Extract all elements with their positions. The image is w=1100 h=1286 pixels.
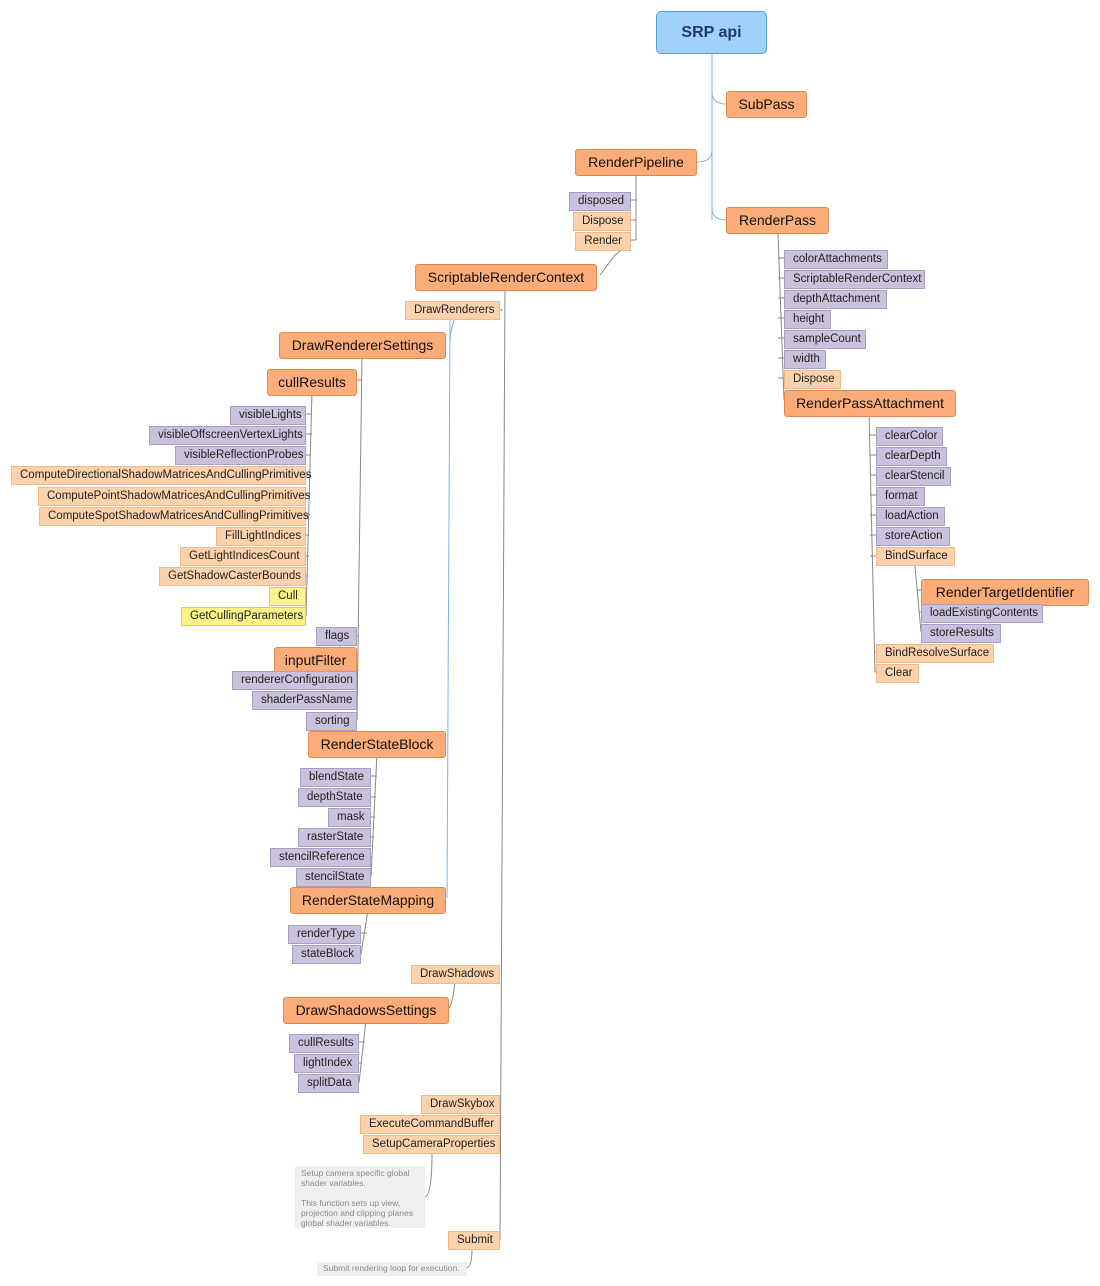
attachment-item[interactable]: BindResolveSurface	[876, 644, 994, 663]
note-line: This function sets up view,	[301, 1198, 401, 1208]
cull-results-item[interactable]: ComputeDirectionalShadowMatricesAndCulli…	[11, 466, 311, 485]
note-line: shader variables.	[301, 1178, 366, 1188]
draw-shadows-settings-node[interactable]: DrawShadowsSettings	[283, 997, 449, 1024]
context-method[interactable]: SetupCameraProperties	[363, 1135, 500, 1154]
render-pipeline-item[interactable]: disposed	[569, 192, 631, 211]
render-pass-node[interactable]: RenderPass	[726, 207, 829, 234]
render-state-block-item[interactable]: mask	[328, 808, 371, 827]
input-filter-item[interactable]: rendererConfiguration	[232, 671, 357, 690]
submit-note: Submit rendering loop for execution.	[317, 1262, 467, 1276]
render-state-block-item[interactable]: stencilReference	[270, 848, 371, 867]
draw-shadows-settings-item[interactable]: splitData	[298, 1074, 359, 1093]
render-pass-item[interactable]: height	[784, 310, 831, 329]
cull-results-item[interactable]: ComputeSpotShadowMatricesAndCullingPrimi…	[39, 507, 309, 526]
render-pass-item[interactable]: sampleCount	[784, 330, 866, 349]
render-state-mapping-item[interactable]: renderType	[288, 925, 361, 944]
render-state-block-item[interactable]: depthState	[298, 788, 371, 807]
cull-results-item[interactable]: visibleOffscreenVertexLights	[149, 426, 306, 445]
input-filter-item[interactable]: shaderPassName	[252, 691, 357, 710]
render-state-block-node[interactable]: RenderStateBlock	[308, 731, 446, 758]
root-node[interactable]: SRP api	[656, 11, 767, 54]
input-filter-item[interactable]: sorting	[306, 712, 357, 731]
context-method[interactable]: DrawSkybox	[421, 1095, 500, 1114]
render-pipeline-item[interactable]: Render	[575, 232, 631, 251]
bind-surface-item[interactable]: loadExistingContents	[921, 604, 1043, 623]
draw-renderer-settings-item[interactable]: flags	[316, 627, 357, 646]
render-pass-item[interactable]: depthAttachment	[784, 290, 887, 309]
input-filter-node[interactable]: inputFilter	[274, 647, 357, 674]
render-pass-item[interactable]: width	[784, 350, 826, 369]
context-method[interactable]: ExecuteCommandBuffer	[360, 1115, 500, 1134]
attachment-item[interactable]: BindSurface	[876, 547, 955, 566]
bind-surface-item[interactable]: storeResults	[921, 624, 1001, 643]
context-method[interactable]: DrawShadows	[411, 965, 500, 984]
attachment-item[interactable]: clearDepth	[876, 447, 947, 466]
cull-results-item[interactable]: GetShadowCasterBounds	[159, 567, 306, 586]
attachment-item[interactable]: loadAction	[876, 507, 945, 526]
note-line	[301, 1188, 419, 1198]
render-state-mapping-item[interactable]: stateBlock	[292, 945, 361, 964]
cull-results-item[interactable]: Cull	[269, 587, 306, 606]
setup-camera-note: Setup camera specific global shader vari…	[295, 1166, 425, 1228]
context-method[interactable]: Submit	[448, 1231, 500, 1250]
cull-results-item[interactable]: visibleReflectionProbes	[175, 446, 306, 465]
render-state-block-item[interactable]: stencilState	[296, 868, 371, 887]
draw-shadows-settings-item[interactable]: lightIndex	[294, 1054, 359, 1073]
render-state-block-item[interactable]: blendState	[300, 768, 371, 787]
cull-results-item[interactable]: GetCullingParameters	[181, 607, 306, 626]
render-pipeline-node[interactable]: RenderPipeline	[575, 149, 697, 176]
attachment-item[interactable]: clearColor	[876, 427, 943, 446]
cull-results-item[interactable]: visibleLights	[230, 406, 306, 425]
render-pipeline-item[interactable]: Dispose	[573, 212, 631, 231]
note-line: projection and clipping planes	[301, 1208, 413, 1218]
render-state-block-item[interactable]: rasterState	[298, 828, 371, 847]
attachment-item[interactable]: format	[876, 487, 925, 506]
render-pass-item[interactable]: Dispose	[784, 370, 841, 389]
draw-renderer-settings-node[interactable]: DrawRendererSettings	[279, 332, 446, 359]
cull-results-item[interactable]: ComputePointShadowMatricesAndCullingPrim…	[38, 487, 310, 506]
render-state-mapping-node[interactable]: RenderStateMapping	[290, 887, 446, 914]
attachment-item[interactable]: clearStencil	[876, 467, 951, 486]
cull-results-node[interactable]: cullResults	[267, 369, 357, 396]
note-line: Setup camera specific global	[301, 1168, 410, 1178]
render-pass-item[interactable]: ScriptableRenderContext	[784, 270, 925, 289]
cull-results-item[interactable]: FillLightIndices	[216, 527, 306, 546]
attachment-item[interactable]: storeAction	[876, 527, 950, 546]
render-pass-attachment-node[interactable]: RenderPassAttachment	[784, 390, 956, 417]
note-line: global shader variables.	[301, 1218, 391, 1228]
render-target-identifier-node[interactable]: RenderTargetIdentifier	[921, 579, 1089, 606]
draw-shadows-settings-item[interactable]: cullResults	[289, 1034, 359, 1053]
context-method[interactable]: DrawRenderers	[405, 301, 500, 320]
cull-results-item[interactable]: GetLightIndicesCount	[180, 547, 306, 566]
scriptable-render-context-node[interactable]: ScriptableRenderContext	[415, 264, 597, 291]
render-pass-item[interactable]: colorAttachments	[784, 250, 888, 269]
attachment-item[interactable]: Clear	[876, 664, 919, 683]
subpass-node[interactable]: SubPass	[726, 91, 807, 118]
